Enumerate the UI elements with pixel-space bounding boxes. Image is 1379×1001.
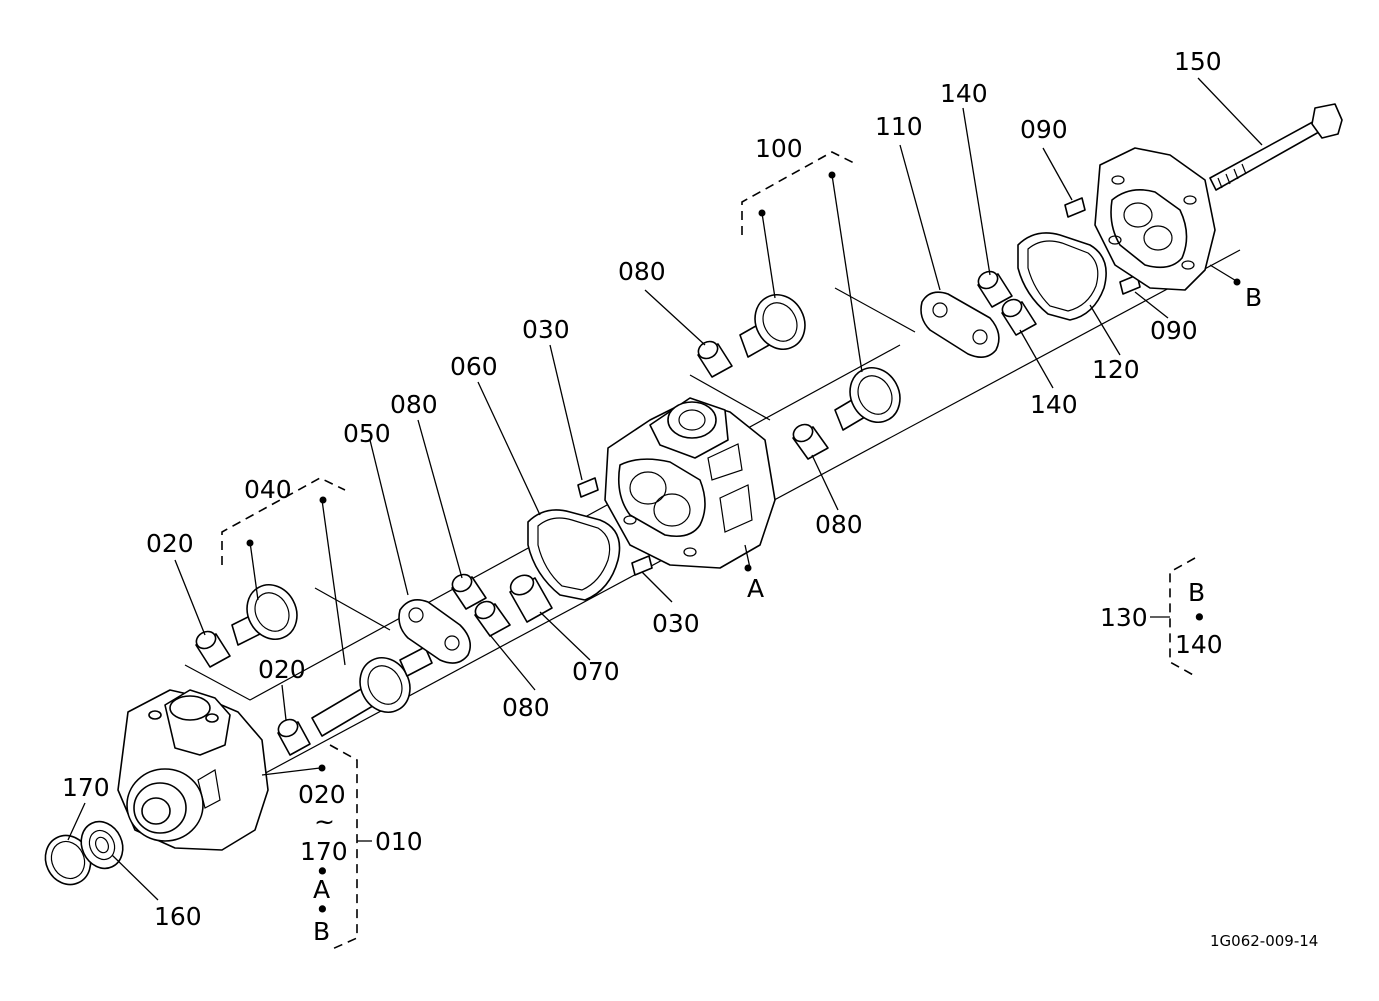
- callout-080-top: 080: [618, 257, 666, 286]
- callout-120: 120: [1092, 355, 1140, 384]
- callout-090-upper: 090: [1020, 115, 1068, 144]
- assembly-010-ref-b: B: [313, 917, 330, 946]
- kit-130-ref-b: B: [1188, 578, 1205, 607]
- reference-dots: [246, 171, 1241, 772]
- drawing-code: 1G062-009-14: [1210, 932, 1318, 950]
- callout-020-upper: 020: [146, 529, 194, 558]
- callout-050: 050: [343, 419, 391, 448]
- side-plate-110: [920, 291, 1000, 358]
- kit-130-dot: •: [1192, 603, 1207, 632]
- oil-seal-160: [80, 820, 124, 870]
- dowel-pin-090-lower: [1119, 274, 1141, 295]
- group-bracket-130: [1150, 557, 1196, 677]
- dowel-pin-090-upper: [1064, 197, 1086, 218]
- callout-080-right: 080: [815, 510, 863, 539]
- group-bracket-040: [221, 477, 346, 565]
- gear-body-housing: [604, 397, 776, 569]
- drive-gear-100: [834, 367, 901, 431]
- gasket-120: [1017, 232, 1107, 321]
- callout-140-upper: 140: [940, 79, 988, 108]
- callout-060: 060: [450, 352, 498, 381]
- assembly-010-range-from: 020: [298, 780, 346, 809]
- driven-gear-100: [739, 294, 806, 358]
- needle-bearing-070: [509, 574, 553, 623]
- gasket-060: [527, 509, 621, 601]
- callout-070: 070: [572, 657, 620, 686]
- callout-170: 170: [62, 773, 110, 802]
- leader-lines: [67, 77, 1263, 901]
- dowel-pin-030-lower: [631, 555, 653, 576]
- callout-130: 130: [1100, 603, 1148, 632]
- drive-gear-shaft-040: [311, 646, 433, 737]
- callout-150: 150: [1174, 47, 1222, 76]
- side-plate-050: [398, 599, 471, 664]
- front-cover-housing: [117, 689, 269, 851]
- callout-160: 160: [154, 902, 202, 931]
- bushing-020-lower: [277, 718, 311, 756]
- assembly-010-ref-a: A: [313, 875, 330, 904]
- callout-080-mid: 080: [390, 390, 438, 419]
- dowel-pin-030-upper: [577, 477, 599, 498]
- callout-110: 110: [875, 112, 923, 141]
- reference-a: A: [747, 574, 764, 603]
- callout-030-lower: 030: [652, 609, 700, 638]
- group-bracket-010: [329, 744, 372, 951]
- rear-cover: [1094, 147, 1216, 291]
- driven-gear-040: [231, 584, 298, 646]
- bushing-080-d: [792, 423, 829, 460]
- callout-080-low: 080: [502, 693, 550, 722]
- assembly-010-dot1: •: [315, 857, 330, 886]
- callout-020-lower: 020: [258, 655, 306, 684]
- bushing-080-b: [474, 600, 511, 637]
- callout-010: 010: [375, 827, 423, 856]
- group-bracket-100: [741, 151, 859, 235]
- callout-140-lower: 140: [1030, 390, 1078, 419]
- bushing-140-lower: [1001, 298, 1037, 336]
- bolt-150: [1209, 103, 1343, 191]
- reference-b: B: [1245, 283, 1262, 312]
- bushing-080-a: [451, 573, 487, 610]
- callout-030-upper: 030: [522, 315, 570, 344]
- assembly-010-dot2: •: [315, 895, 330, 924]
- kit-130-part: 140: [1175, 630, 1223, 659]
- bushing-140-upper: [977, 270, 1013, 308]
- bushing-020-upper: [195, 630, 231, 668]
- callout-040: 040: [244, 475, 292, 504]
- callout-090-lower: 090: [1150, 316, 1198, 345]
- assembly-010-range-sep: ~: [314, 807, 335, 836]
- assembly-010-range-to: 170: [300, 837, 348, 866]
- callout-100: 100: [755, 134, 803, 163]
- bushing-080-c: [697, 340, 733, 378]
